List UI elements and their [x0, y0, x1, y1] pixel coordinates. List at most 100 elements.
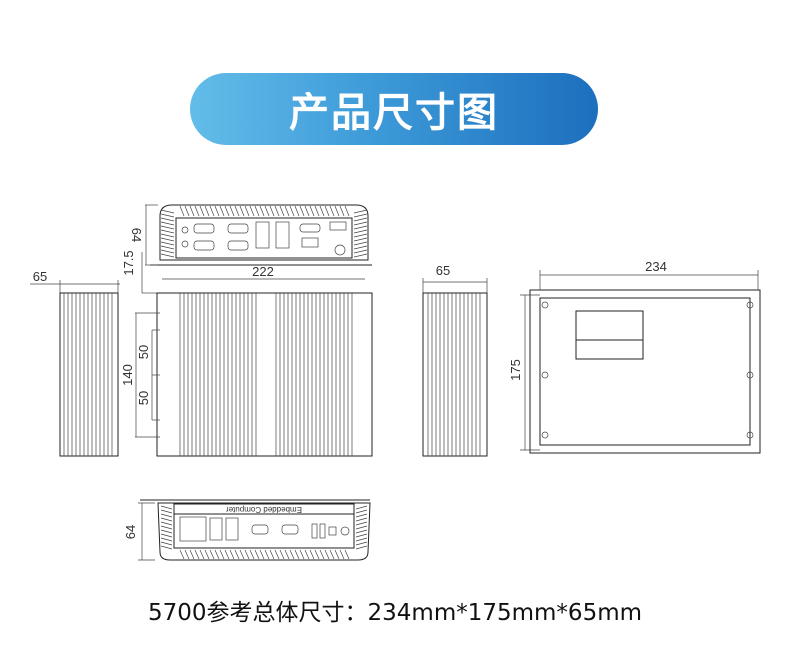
heatsink-fin: [353, 229, 368, 234]
rear-logo-text: Embedded Computer: [226, 505, 302, 514]
heatsink-fin: [319, 549, 325, 560]
heatsink-fin: [224, 205, 230, 217]
top-depth-label: 140: [120, 364, 135, 386]
heatsink-fin: [355, 521, 368, 526]
heatsink-fin: [355, 541, 368, 546]
heatsink-fin: [353, 221, 368, 226]
mounting-hole: [746, 431, 754, 439]
heatsink-fin: [184, 205, 190, 217]
heatsink-fin: [289, 205, 295, 217]
heatsink-fin: [353, 253, 368, 258]
heatsink-fin: [224, 549, 230, 560]
heatsink-fin: [269, 205, 275, 217]
heatsink-fin: [289, 549, 295, 560]
left-side-height-label: 65: [33, 269, 47, 284]
heatsink-fin: [219, 205, 225, 217]
heatsink-fin: [194, 205, 200, 217]
mounting-hole: [541, 371, 549, 379]
heatsink-fin: [353, 233, 368, 238]
heatsink-fin: [249, 205, 255, 217]
heatsink-fin: [189, 205, 195, 217]
heatsink-fin: [279, 205, 285, 217]
heatsink-fin: [160, 237, 175, 242]
heatsink-fin: [160, 217, 175, 222]
page-title: 产品尺寸图: [289, 90, 499, 136]
heatsink-fin: [254, 205, 260, 217]
heatsink-fin: [299, 549, 305, 560]
heatsink-fin: [160, 229, 175, 234]
heatsink-fin: [294, 205, 300, 217]
heatsink-fin: [334, 549, 340, 560]
top-width-label: 222: [252, 264, 274, 279]
heatsink-fin: [229, 205, 235, 217]
heatsink-fin: [324, 549, 330, 560]
heatsink-fin: [353, 213, 368, 218]
heatsink-fin: [160, 513, 173, 518]
heatsink-fin: [299, 205, 305, 217]
heatsink-fin: [353, 237, 368, 242]
heatsink-fin: [160, 521, 173, 526]
heatsink-fin: [344, 205, 350, 217]
heatsink-fin: [264, 549, 270, 560]
heatsink-fin: [160, 245, 175, 250]
heatsink-fin: [319, 205, 325, 217]
heatsink-fin: [254, 549, 260, 560]
heatsink-fin: [214, 205, 220, 217]
heatsink-fin: [199, 549, 205, 560]
heatsink-fin: [160, 221, 175, 226]
heatsink-fin: [355, 529, 368, 534]
heatsink-fin: [204, 549, 210, 560]
heatsink-fin: [284, 205, 290, 217]
rear-height-label: 64: [123, 525, 138, 539]
heatsink-fin: [353, 245, 368, 250]
mounting-hole: [746, 371, 754, 379]
front-view: 64 17.5: [121, 204, 372, 294]
heatsink-fin: [244, 549, 250, 560]
heatsink-fin: [329, 205, 335, 217]
mounting-hole: [746, 301, 754, 309]
heatsink-fin: [334, 205, 340, 217]
heatsink-fin: [274, 205, 280, 217]
heatsink-fin: [355, 513, 368, 518]
heatsink-fin: [160, 509, 173, 514]
heatsink-fin: [304, 549, 310, 560]
heatsink-fin: [259, 205, 265, 217]
heatsink-fin: [274, 549, 280, 560]
heatsink-fin: [304, 205, 310, 217]
heatsink-fin: [184, 549, 190, 560]
heatsink-fin: [329, 549, 335, 560]
heatsink-fin: [189, 549, 195, 560]
heatsink-fin: [160, 233, 175, 238]
heatsink-fin: [160, 209, 175, 214]
bottom-width-label: 234: [645, 259, 667, 274]
heatsink-fin: [160, 253, 175, 258]
heatsink-fin: [160, 529, 173, 534]
heatsink-fin: [269, 549, 275, 560]
heatsink-fin: [284, 549, 290, 560]
heatsink-fin: [279, 549, 285, 560]
heatsink-fin: [355, 537, 368, 542]
heatsink-fin: [239, 205, 245, 217]
heatsink-fin: [355, 545, 368, 550]
heatsink-fin: [179, 549, 185, 560]
top-view: 222 140 50 50: [120, 264, 373, 457]
heatsink-fin: [353, 241, 368, 246]
heatsink-fin: [314, 205, 320, 217]
heatsink-fin: [160, 537, 173, 542]
heatsink-fin: [344, 549, 350, 560]
heatsink-fin: [355, 509, 368, 514]
rear-view: Embedded Computer 64: [123, 499, 371, 561]
heatsink-fin: [249, 549, 255, 560]
heatsink-fin: [219, 549, 225, 560]
heatsink-fin: [294, 549, 300, 560]
heatsink-fin: [160, 545, 173, 550]
front-offset-label: 17.5: [121, 250, 136, 275]
title-banner: 产品尺寸图: [190, 73, 598, 145]
heatsink-fin: [309, 205, 315, 217]
heatsink-fin: [160, 505, 173, 510]
heatsink-fin: [353, 249, 368, 254]
heatsink-fin: [264, 205, 270, 217]
heatsink-fin: [353, 225, 368, 230]
heatsink-fin: [234, 549, 240, 560]
